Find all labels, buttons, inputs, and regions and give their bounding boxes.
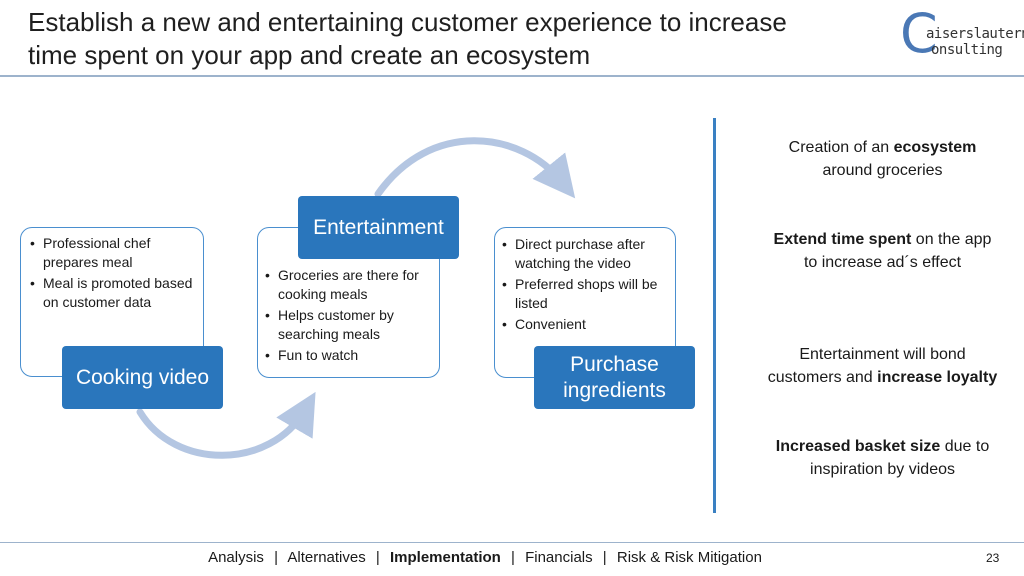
page-number: 23	[986, 551, 1000, 565]
bullet-item: Meal is promoted based on customer data	[30, 274, 203, 312]
benefit-loyalty: Entertainment will bond customers and in…	[765, 343, 1000, 389]
benefit-text: Entertainment will bond customers and	[767, 346, 966, 386]
bullet-item: Direct purchase after watching the video	[502, 235, 675, 273]
benefit-time-spent: Extend time spent on the app to increase…	[765, 228, 1000, 274]
benefit-text: due to inspiration by videos	[810, 438, 990, 478]
bullet-item: Convenient	[502, 315, 675, 334]
section-divider	[713, 118, 716, 513]
slide-title: Establish a new and entertaining custome…	[28, 6, 858, 72]
benefit-text: around groceries	[822, 162, 943, 179]
footer-nav: Analysis | Alternatives | Implementation…	[0, 549, 970, 566]
title-line-2: time spent on your app and create an eco…	[28, 40, 591, 70]
nav-alternatives[interactable]: Alternatives	[287, 549, 366, 566]
benefit-ecosystem: Creation of an ecosystem around grocerie…	[765, 136, 1000, 182]
nav-separator: |	[602, 549, 607, 566]
entertainment-label-text: Entertainment	[313, 215, 444, 239]
purchase-ingredients-label: Purchase ingredients	[534, 346, 695, 409]
title-divider	[0, 75, 1024, 77]
nav-separator: |	[511, 549, 515, 566]
nav-separator: |	[375, 549, 380, 566]
cooking-video-label-text: Cooking video	[75, 365, 210, 389]
nav-implementation[interactable]: Implementation	[389, 549, 501, 566]
bullet-item: Preferred shops will be listed	[502, 275, 675, 313]
arrow-top-icon	[374, 137, 576, 199]
arrow-bottom-icon	[136, 391, 316, 459]
benefit-bold: Increased basket size	[775, 438, 941, 455]
benefit-text: on the app to increase ad´s effect	[803, 231, 992, 271]
entertainment-label: Entertainment	[298, 196, 459, 259]
benefit-basket-size: Increased basket size due to inspiration…	[765, 435, 1000, 481]
bullet-item: Professional chef prepares meal	[30, 234, 203, 272]
benefit-bold: ecosystem	[893, 139, 977, 156]
nav-analysis[interactable]: Analysis	[208, 549, 264, 566]
bullet-item: Groceries are there for cooking meals	[265, 266, 439, 304]
benefit-bold: increase loyalty	[877, 369, 998, 386]
bullet-item: Helps customer by searching meals	[265, 306, 439, 344]
nav-separator: |	[274, 549, 279, 566]
footer-divider	[0, 542, 1024, 543]
company-logo: C aiserslautern onsulting	[900, 4, 1024, 64]
cooking-video-label: Cooking video	[62, 346, 223, 409]
logo-c-icon: C	[900, 2, 938, 65]
purchase-label-line-2: ingredients	[563, 378, 666, 402]
benefit-text: Creation of an	[788, 139, 894, 156]
bullet-item: Fun to watch	[265, 346, 439, 365]
benefit-bold: Extend time spent	[773, 231, 912, 248]
title-line-1: Establish a new and entertaining custome…	[28, 7, 787, 37]
purchase-label-line-1: Purchase	[570, 352, 659, 376]
nav-financials[interactable]: Financials	[525, 549, 593, 566]
logo-line-2: onsulting	[931, 42, 1003, 58]
nav-risk[interactable]: Risk & Risk Mitigation	[616, 549, 762, 566]
logo-line-1: aiserslautern	[926, 26, 1024, 42]
